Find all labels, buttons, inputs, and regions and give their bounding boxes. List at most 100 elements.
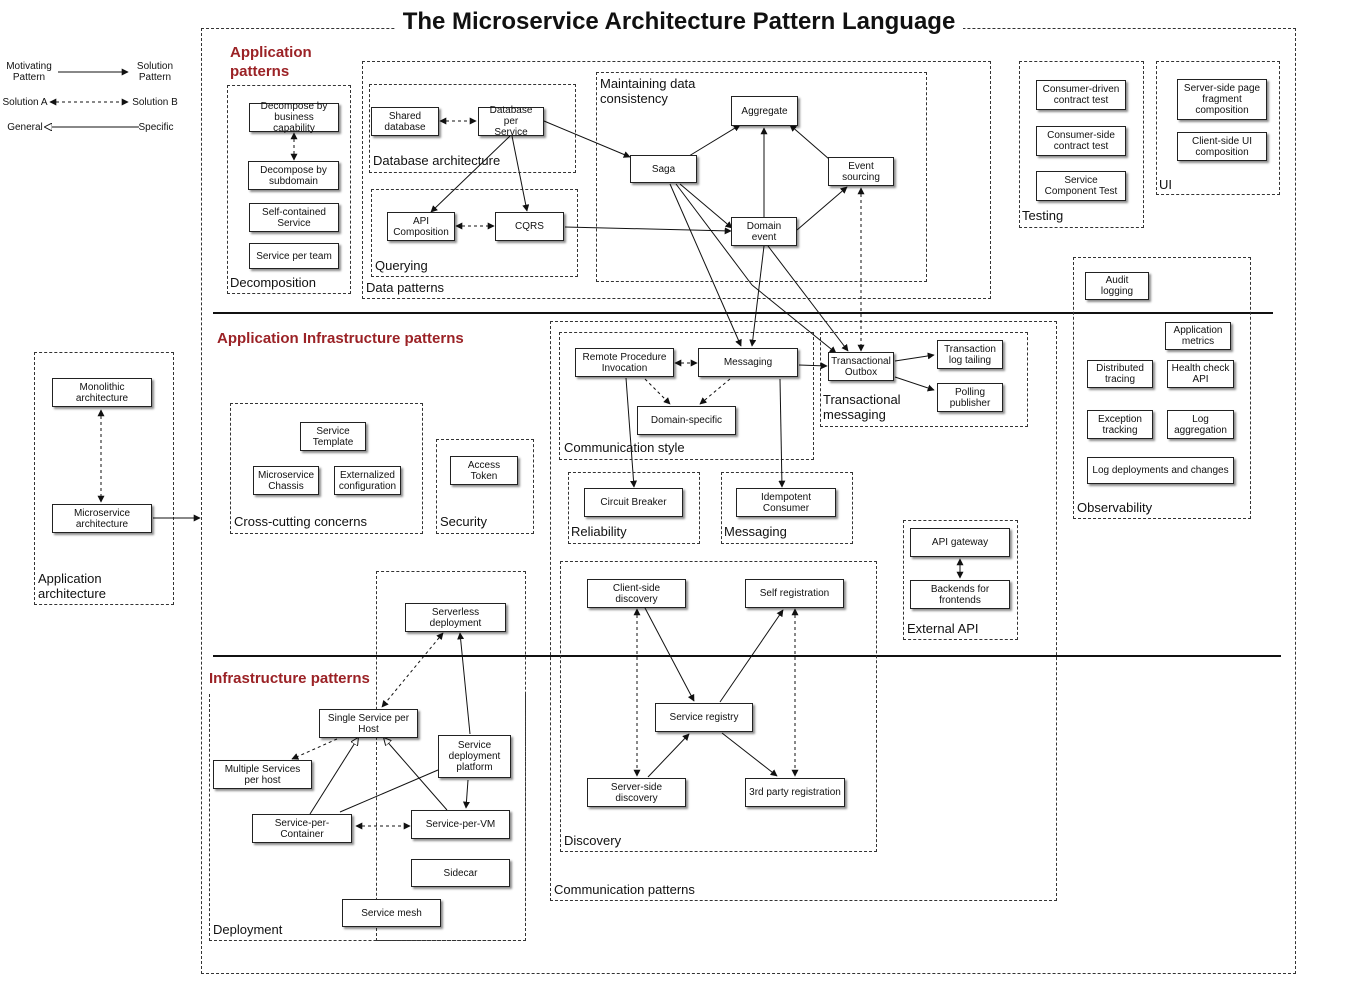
group-discovery — [560, 561, 877, 852]
label-deployment: Deployment — [213, 922, 283, 937]
group-querying — [371, 189, 578, 277]
group-transactional-messaging — [820, 332, 1028, 427]
node-multiple-services-per-host[interactable]: Multiple Services per host — [213, 760, 312, 789]
legend-solution-a: Solution A — [2, 97, 48, 108]
node-api-composition[interactable]: API Composition — [387, 212, 455, 241]
node-saga[interactable]: Saga — [630, 155, 697, 183]
node-monolithic-architecture[interactable]: Monolithic architecture — [52, 378, 152, 407]
node-client-side-ui-composition[interactable]: Client-side UI composition — [1177, 132, 1267, 161]
node-log-aggregation[interactable]: Log aggregation — [1167, 410, 1234, 439]
node-microservice-chassis[interactable]: Microservice Chassis — [253, 466, 319, 495]
group-communication-style — [559, 332, 814, 460]
group-communication-patterns — [550, 321, 1057, 901]
node-transaction-log-tailing[interactable]: Transaction log tailing — [937, 340, 1003, 369]
section-app-infrastructure-patterns: Application Infrastructure patterns — [217, 330, 464, 347]
node-service-per-vm[interactable]: Service-per-VM — [411, 810, 510, 839]
divider-line-bottom — [213, 655, 1281, 657]
label-application-architecture: Application architecture — [38, 571, 106, 601]
node-self-contained-service[interactable]: Self-contained Service — [249, 203, 339, 232]
label-messaging: Messaging — [724, 524, 787, 539]
label-cross-cutting: Cross-cutting concerns — [234, 514, 367, 529]
group-messaging — [721, 472, 853, 544]
node-microservice-architecture[interactable]: Microservice architecture — [52, 504, 152, 533]
node-service-deployment-platform[interactable]: Service deployment platform — [438, 735, 511, 778]
diagram-title: The Microservice Architecture Pattern La… — [0, 8, 1358, 36]
divider-line-top — [213, 312, 1273, 314]
node-distributed-tracing[interactable]: Distributed tracing — [1087, 360, 1153, 388]
node-decompose-by-subdomain[interactable]: Decompose by subdomain — [248, 161, 339, 190]
legend-general: General — [7, 122, 43, 133]
node-externalized-configuration[interactable]: Externalized configuration — [334, 466, 401, 495]
section-infrastructure-patterns: Infrastructure patterns — [209, 669, 374, 688]
node-cqrs[interactable]: CQRS — [495, 212, 564, 241]
legend-specific: Specific — [138, 122, 174, 133]
label-communication-style: Communication style — [564, 440, 685, 455]
group-deployment-lower — [209, 694, 526, 941]
group-data-patterns — [362, 61, 991, 299]
label-testing: Testing — [1022, 208, 1064, 223]
label-decomposition: Decomposition — [230, 275, 316, 290]
node-api-gateway[interactable]: API gateway — [910, 528, 1010, 557]
node-serverless-deployment[interactable]: Serverless deployment — [405, 603, 506, 632]
node-transactional-outbox[interactable]: Transactional Outbox — [828, 352, 894, 381]
node-event-sourcing[interactable]: Event sourcing — [828, 157, 894, 186]
group-external-api — [903, 520, 1018, 640]
node-shared-database[interactable]: Shared database — [371, 107, 439, 136]
label-transactional-messaging: Transactional messaging — [823, 392, 901, 422]
node-messaging[interactable]: Messaging — [698, 348, 798, 377]
node-circuit-breaker[interactable]: Circuit Breaker — [584, 488, 683, 517]
node-exception-tracking[interactable]: Exception tracking — [1087, 410, 1153, 439]
node-single-service-per-host[interactable]: Single Service per Host — [319, 709, 418, 738]
node-aggregate[interactable]: Aggregate — [731, 96, 798, 126]
node-service-registry[interactable]: Service registry — [655, 703, 753, 732]
label-communication-patterns: Communication patterns — [554, 882, 695, 897]
label-external-api: External API — [907, 621, 979, 636]
node-client-side-discovery[interactable]: Client-side discovery — [587, 579, 686, 608]
label-security: Security — [440, 514, 487, 529]
node-service-template[interactable]: Service Template — [300, 422, 366, 451]
node-third-party-registration[interactable]: 3rd party registration — [745, 778, 845, 807]
node-service-per-container[interactable]: Service-per- Container — [252, 814, 352, 843]
legend-solution-b: Solution B — [132, 97, 178, 108]
node-application-metrics[interactable]: Application metrics — [1165, 322, 1231, 350]
node-database-per-service[interactable]: Database per Service — [478, 105, 544, 138]
node-server-side-discovery[interactable]: Server-side discovery — [587, 778, 686, 807]
group-maintaining-consistency — [596, 72, 927, 282]
group-ui — [1156, 61, 1280, 195]
node-sidecar[interactable]: Sidecar — [411, 859, 510, 887]
node-service-component-test[interactable]: Service Component Test — [1036, 171, 1126, 201]
node-service-per-team[interactable]: Service per team — [249, 243, 339, 269]
node-idempotent-consumer[interactable]: Idempotent Consumer — [736, 488, 836, 517]
label-data-patterns: Data patterns — [366, 280, 445, 295]
group-cross-cutting — [230, 403, 423, 534]
node-polling-publisher[interactable]: Polling publisher — [937, 383, 1003, 412]
group-decomposition — [227, 85, 351, 294]
node-health-check-api[interactable]: Health check API — [1167, 360, 1234, 388]
node-decompose-by-business-capability[interactable]: Decompose by business capability — [249, 101, 339, 134]
node-consumer-driven-contract-test[interactable]: Consumer-driven contract test — [1036, 80, 1126, 110]
label-observability: Observability — [1077, 500, 1153, 515]
node-remote-procedure-invocation[interactable]: Remote Procedure Invocation — [575, 348, 674, 377]
node-self-registration[interactable]: Self registration — [745, 579, 844, 608]
node-log-deployments-and-changes[interactable]: Log deployments and changes — [1087, 457, 1234, 484]
node-access-token[interactable]: Access Token — [450, 456, 518, 485]
node-consumer-side-contract-test[interactable]: Consumer-side contract test — [1036, 126, 1126, 156]
legend-motivating-pattern: Motivating Pattern — [6, 61, 52, 83]
node-domain-event[interactable]: Domain event — [731, 217, 797, 246]
section-application-patterns: Application patterns — [230, 44, 312, 80]
label-querying: Querying — [375, 258, 428, 273]
node-domain-specific[interactable]: Domain-specific — [637, 406, 736, 435]
node-server-side-page-fragment[interactable]: Server-side page fragment composition — [1177, 79, 1267, 120]
node-backends-for-frontends[interactable]: Backends for frontends — [910, 580, 1010, 609]
node-audit-logging[interactable]: Audit logging — [1085, 272, 1149, 300]
group-security — [436, 439, 534, 534]
node-service-mesh[interactable]: Service mesh — [342, 899, 441, 927]
label-reliability: Reliability — [571, 524, 627, 539]
group-testing — [1019, 61, 1144, 228]
group-application-architecture — [34, 352, 174, 605]
label-discovery: Discovery — [564, 833, 622, 848]
group-observability — [1073, 257, 1251, 519]
label-maintaining-consistency: Maintaining data consistency — [600, 76, 696, 106]
legend-solution-pattern: Solution Pattern — [136, 61, 174, 83]
